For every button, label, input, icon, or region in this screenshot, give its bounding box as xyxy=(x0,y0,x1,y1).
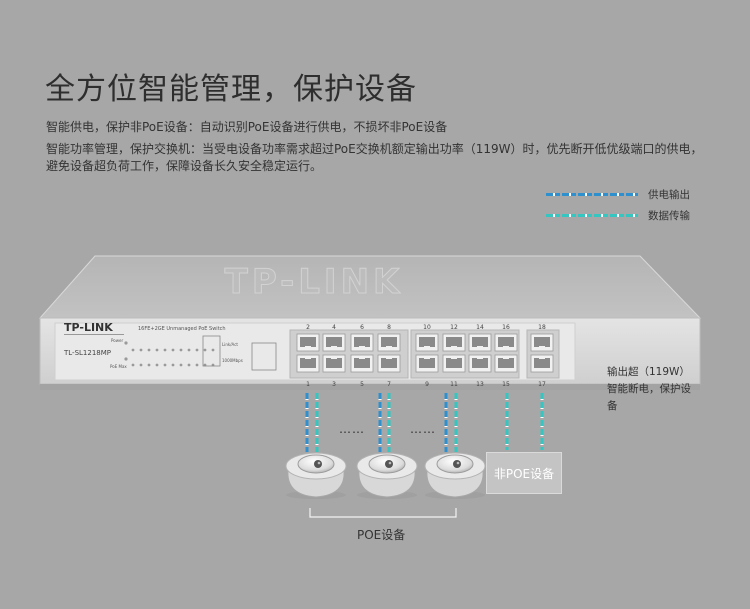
dome-camera xyxy=(424,452,486,499)
ethernet-port xyxy=(350,354,374,373)
port-array xyxy=(296,333,554,373)
poe-led xyxy=(187,363,191,367)
poe-led xyxy=(195,363,199,367)
port-number-top: 16 xyxy=(502,324,510,331)
ethernet-port xyxy=(415,333,439,352)
port-led xyxy=(211,348,215,352)
mode-switch-box xyxy=(251,342,277,371)
port-number-bottom: 9 xyxy=(425,381,429,388)
ethernet-port xyxy=(322,354,346,373)
port-number-top: 6 xyxy=(360,324,364,331)
ethernet-port xyxy=(377,354,401,373)
overpower-note: 输出超（119W）智能断电，保护设备 xyxy=(607,366,691,412)
ethernet-port xyxy=(494,333,518,352)
ethernet-port xyxy=(415,354,439,373)
status-box xyxy=(202,335,221,367)
switch-brand: TP-LINK xyxy=(64,321,113,334)
brand-underline xyxy=(64,334,124,335)
ellipsis-left: …… xyxy=(339,422,365,436)
power-led xyxy=(124,341,128,345)
ethernet-port xyxy=(530,354,554,373)
port-number-bottom: 7 xyxy=(387,381,391,388)
poe-led xyxy=(163,363,167,367)
page-title: 全方位智能管理，保护设备 xyxy=(45,72,417,107)
port-led xyxy=(155,348,159,352)
legend-data-swatch xyxy=(546,213,638,217)
port-number-bottom: 1 xyxy=(306,381,310,388)
poe-devices-bracket xyxy=(309,508,457,518)
port-number-bottom: 11 xyxy=(450,381,458,388)
ethernet-port xyxy=(468,333,492,352)
port-led xyxy=(195,348,199,352)
port-number-bottom: 3 xyxy=(332,381,336,388)
port-number-top: 4 xyxy=(332,324,336,331)
port-led xyxy=(139,348,143,352)
paragraph-smart-power: 智能供电，保护非PoE设备：自动识别PoE设备进行供电，不损坏非PoE设备 xyxy=(46,120,448,134)
port-number-top: 8 xyxy=(387,324,391,331)
paragraph-power-management-line1: 智能功率管理，保护交换机：当受电设备功率需求超过PoE交换机额定输出功率（119… xyxy=(46,142,703,156)
ethernet-port xyxy=(530,333,554,352)
port-number-bottom: 13 xyxy=(476,381,484,388)
poe-led xyxy=(155,363,159,367)
ethernet-port xyxy=(377,333,401,352)
ethernet-port xyxy=(296,333,320,352)
led-label-speed: 1000Mbps xyxy=(222,358,243,363)
port-number-top: 2 xyxy=(306,324,310,331)
led-label-link-act: Link/Act xyxy=(222,342,238,347)
poe-led xyxy=(179,363,183,367)
legend-data: 数据传输 xyxy=(546,207,690,223)
poe-led xyxy=(147,363,151,367)
port-number-top: 14 xyxy=(476,324,484,331)
port-led xyxy=(203,348,207,352)
dome-camera xyxy=(285,452,347,499)
switch-model: TL-SL1218MP xyxy=(64,349,111,357)
ellipsis-right: …… xyxy=(410,422,436,436)
poe-led xyxy=(131,363,135,367)
legend-data-label: 数据传输 xyxy=(648,209,690,222)
led-label-poe-max: PoE Max xyxy=(110,364,127,369)
led-indicators xyxy=(124,341,215,367)
port-led xyxy=(131,348,135,352)
poe-cameras xyxy=(285,452,486,499)
port-number-top: 12 xyxy=(450,324,458,331)
poe-devices-label: POE设备 xyxy=(357,528,406,542)
poe-led xyxy=(171,363,175,367)
poe-led xyxy=(139,363,143,367)
poe-max-led xyxy=(124,357,128,361)
paragraph-power-management-line2: 避免设备超负荷工作，保障设备长久安全稳定运行。 xyxy=(46,159,323,173)
port-number-bottom: 15 xyxy=(502,381,510,388)
port-number-top: 10 xyxy=(423,324,431,331)
dome-camera xyxy=(356,452,418,499)
port-number-bottom: 17 xyxy=(538,381,546,388)
ethernet-port xyxy=(442,333,466,352)
legend-power-swatch xyxy=(546,192,638,196)
port-led xyxy=(179,348,183,352)
ethernet-port xyxy=(322,333,346,352)
cable-lines xyxy=(305,393,544,452)
ethernet-port xyxy=(350,333,374,352)
led-label-power: Power xyxy=(111,338,124,343)
non-poe-device: 非POE设备 xyxy=(486,452,562,494)
switch-watermark: TP-LINK xyxy=(225,262,404,302)
port-led xyxy=(163,348,167,352)
ethernet-port xyxy=(296,354,320,373)
port-led xyxy=(147,348,151,352)
ethernet-port xyxy=(494,354,518,373)
ethernet-port xyxy=(468,354,492,373)
switch-description: 16FE+2GE Unmanaged PoE Switch xyxy=(138,326,226,332)
legend-power: 供电输出 xyxy=(546,186,690,202)
legend-power-label: 供电输出 xyxy=(648,188,690,201)
switch-front-bottom-edge xyxy=(40,384,700,390)
port-led xyxy=(171,348,175,352)
port-number-top: 18 xyxy=(538,324,546,331)
port-led xyxy=(187,348,191,352)
ethernet-port xyxy=(442,354,466,373)
port-number-bottom: 5 xyxy=(360,381,364,388)
